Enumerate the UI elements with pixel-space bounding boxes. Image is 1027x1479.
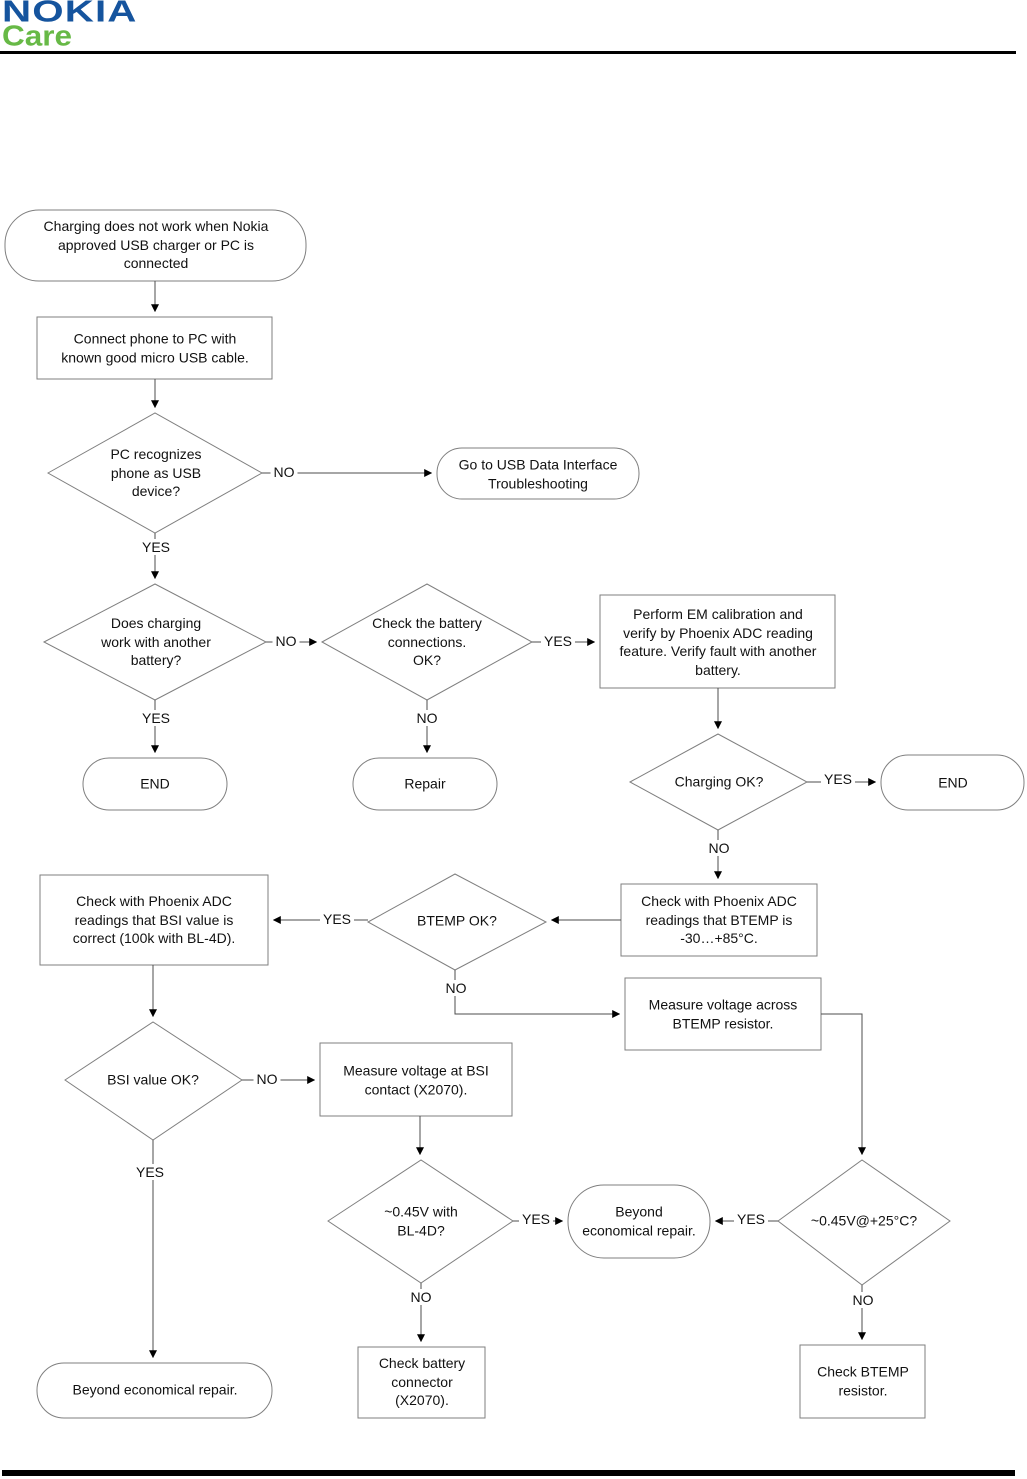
terminator-beyond-economical-repair-left: Beyond economical repair. [72,1381,238,1398]
shape-process-check-battery-connector [357,1346,486,1419]
edge-label-v045-bl4d-yes: YES [518,1211,554,1227]
footer-rule [2,1470,1015,1476]
shape-terminator-repair [352,757,498,811]
terminator-start: Charging does not work when Nokia approv… [43,218,269,272]
edge-label-pc-recognizes-yes: YES [138,539,174,555]
process-perform-em-calibration: Perform EM calibration and verify by Pho… [619,605,817,678]
decision-btemp-ok: BTEMP OK? [417,912,497,929]
shape-process-measure-btemp-voltage [624,977,822,1051]
edge-label-bsi-value-ok-yes: YES [132,1164,168,1180]
edge-label-charging-ok-no: NO [705,840,733,856]
process-check-btemp-resistor: Check BTEMP resistor. [817,1363,909,1398]
header-rule [0,51,1016,54]
shape-terminator-end-right [880,754,1025,811]
edge-label-v045-25c-yes: YES [733,1211,769,1227]
edge-label-charging-ok-yes: YES [820,771,856,787]
terminator-end-left: END [140,775,170,792]
process-measure-btemp-voltage: Measure voltage across BTEMP resistor. [648,996,798,1031]
process-check-bsi-value: Check with Phoenix ADC readings that BSI… [72,893,236,947]
decision-charging-ok: Charging OK? [674,773,764,790]
shape-terminator-beyond-economical-repair-mid [567,1184,711,1259]
process-check-btemp-range: Check with Phoenix ADC readings that BTE… [641,893,797,947]
flowchart-connectors [149,281,877,1359]
decision-v045-with-bl4d: ~0.45V with BL-4D? [384,1203,458,1238]
process-connect-phone: Connect phone to PC with known good micr… [61,330,249,365]
shape-process-check-bsi-value [39,874,269,966]
decision-v045-at-25c: ~0.45V@+25°C? [810,1212,918,1229]
decision-pc-recognizes: PC recognizes phone as USB device? [110,446,202,500]
shape-process-measure-bsi-voltage [319,1042,513,1117]
nokia-logo: NOKIA [2,0,138,29]
process-measure-bsi-voltage: Measure voltage at BSI contact (X2070). [343,1062,489,1097]
edge-label-charging-other-battery-yes: YES [138,710,174,726]
shape-decision-v045-at-25c [777,1159,951,1286]
decision-bsi-value-ok: BSI value OK? [107,1071,199,1088]
terminator-beyond-economical-repair-mid: Beyond economical repair. [582,1203,696,1238]
terminator-end-right: END [938,774,968,791]
shape-terminator-usb-troubleshooting [436,447,640,500]
decision-check-battery-connections: Check the battery connections. OK? [372,615,482,669]
edge-label-pc-recognizes-no: NO [270,464,298,480]
edge-label-charging-other-battery-no: NO [272,633,300,649]
terminator-usb-troubleshooting: Go to USB Data Interface Troubleshooting [458,456,618,491]
shape-decision-btemp-ok [366,873,548,971]
decision-charging-other-battery: Does charging work with another battery? [101,615,211,669]
shape-process-perform-em-calibration [599,594,836,689]
shape-process-check-btemp-resistor [799,1344,926,1419]
edge-label-check-battery-connections-no: NO [413,710,441,726]
edge-label-check-battery-connections-yes: YES [540,633,576,649]
edge-label-btemp-ok-yes: YES [319,911,355,927]
edge-label-bsi-value-ok-no: NO [253,1071,281,1087]
process-check-battery-connector: Check battery connector (X2070). [378,1355,466,1409]
shape-terminator-end-left [82,757,228,811]
nokia-care-logo: Care [2,21,73,53]
edge-label-btemp-ok-no: NO [442,980,470,996]
edge-label-v045-bl4d-no: NO [407,1289,435,1305]
edge-label-v045-25c-no: NO [849,1292,877,1308]
flowchart-shapes [4,209,1025,1419]
terminator-repair: Repair [404,775,446,792]
shape-process-check-btemp-range [620,883,818,957]
shape-terminator-beyond-economical-repair-left [36,1362,273,1419]
